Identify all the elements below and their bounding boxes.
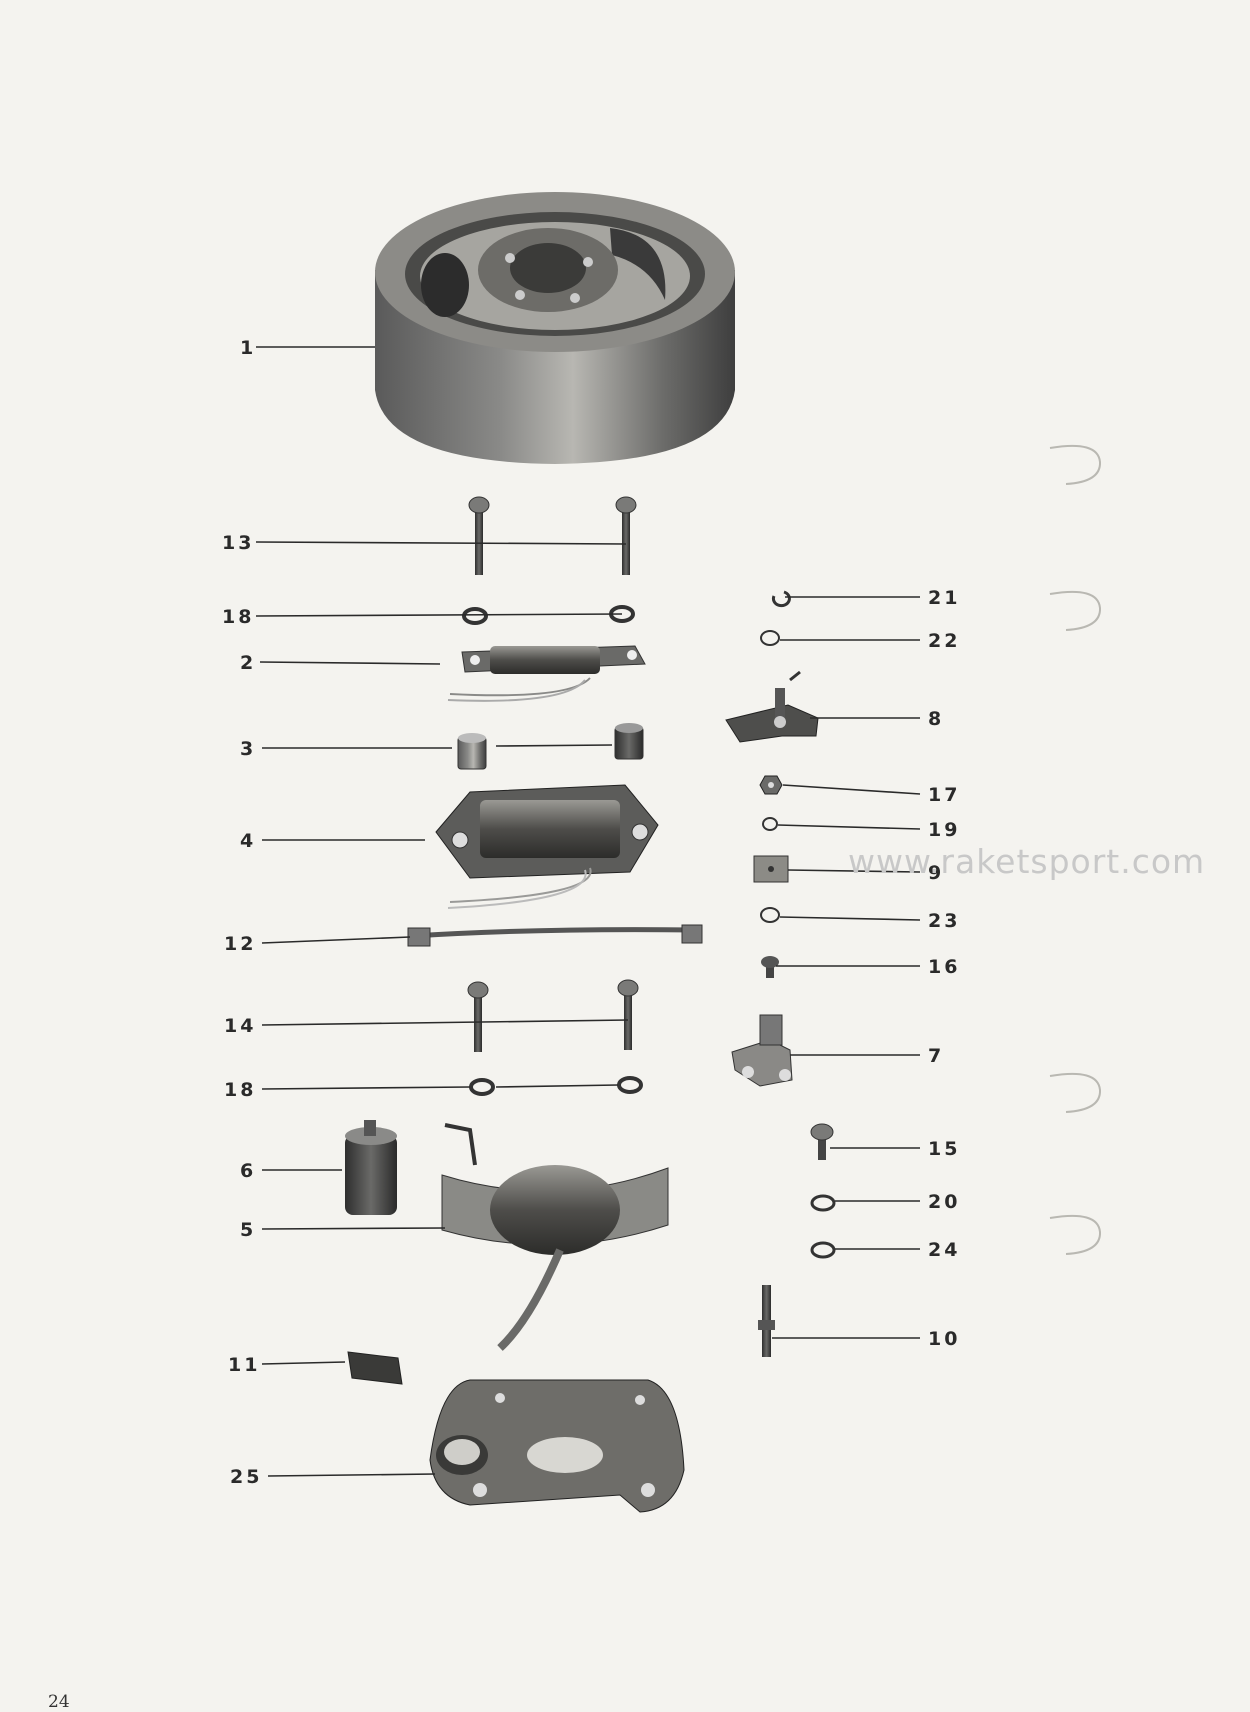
- stud: [758, 1285, 775, 1357]
- ignition-coil-upper: [435, 784, 659, 909]
- callout-label: 1: [240, 337, 257, 359]
- washer-22: [760, 630, 780, 646]
- breaker-point: [731, 1014, 793, 1087]
- screw-15: [810, 1123, 834, 1160]
- breaker-arm: [725, 670, 819, 743]
- spacers: [457, 723, 644, 770]
- armature-plate: [429, 1379, 685, 1513]
- screw-16: [761, 956, 779, 978]
- callout-label: 15: [928, 1138, 961, 1160]
- callout-label: 21: [928, 587, 961, 609]
- lighting-coil: [447, 645, 646, 702]
- callout-label: 23: [928, 910, 961, 932]
- callout-label: 13: [222, 532, 255, 554]
- callout-label: 10: [928, 1328, 961, 1350]
- flywheel: [375, 192, 735, 464]
- washer-20: [810, 1194, 836, 1212]
- watermark: www.raketsport.com: [848, 842, 1206, 881]
- callout-label: 3: [240, 738, 257, 760]
- callout-label: 18: [222, 606, 255, 628]
- washer-19: [762, 817, 778, 831]
- ground-strap: [407, 924, 703, 947]
- callout-label: 9: [928, 862, 945, 884]
- callout-label: 14: [224, 1015, 257, 1037]
- retaining-clip: [771, 590, 791, 608]
- condenser: [345, 1120, 397, 1215]
- callout-label: 12: [224, 933, 257, 955]
- leader-lines: [255, 346, 921, 1477]
- callout-label: 11: [228, 1354, 261, 1376]
- insulator: [753, 855, 789, 883]
- felt-wick: [347, 1351, 403, 1385]
- callout-label: 25: [230, 1466, 263, 1488]
- nut: [759, 775, 783, 795]
- callout-label: 4: [240, 830, 257, 852]
- callout-label: 18: [224, 1079, 257, 1101]
- callout-label: 19: [928, 819, 961, 841]
- washer-24: [810, 1241, 836, 1259]
- callout-label: 2: [240, 652, 257, 674]
- page-number: 24: [48, 1692, 70, 1712]
- callout-label: 17: [928, 784, 961, 806]
- callout-label: 8: [928, 708, 945, 730]
- callout-label: 7: [928, 1045, 945, 1067]
- callout-label: 16: [928, 956, 961, 978]
- lock-washers-lower: [469, 1076, 643, 1096]
- binder-holes: [1049, 444, 1102, 1255]
- washer-23: [760, 907, 780, 923]
- screws-lower: [467, 979, 639, 1052]
- ignition-coil: [441, 1123, 669, 1351]
- screws-upper: [468, 496, 637, 575]
- callout-label: 22: [928, 630, 961, 652]
- callout-label: 24: [928, 1239, 961, 1261]
- callout-label: 5: [240, 1219, 257, 1241]
- callout-label: 20: [928, 1191, 961, 1213]
- callout-label: 6: [240, 1160, 257, 1182]
